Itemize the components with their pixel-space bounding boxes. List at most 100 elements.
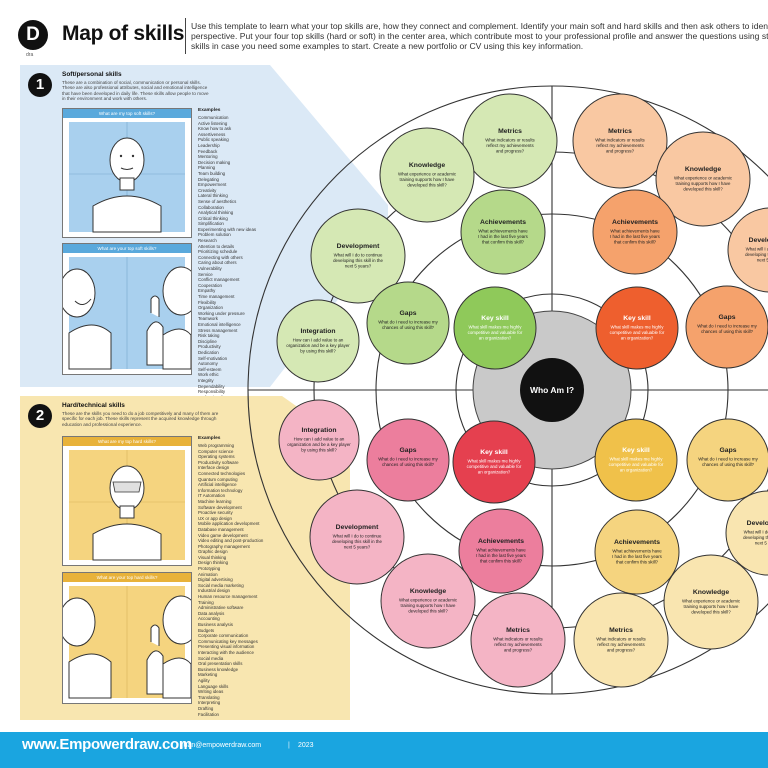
bubble-question-line: What skill makes me highly <box>611 325 665 330</box>
bubble-circle <box>458 508 544 594</box>
center-circle <box>520 358 584 422</box>
example-item: Conflict management <box>198 277 240 283</box>
example-item: Digital advertising <box>198 577 233 583</box>
bubble-question-line: What do I need to increase my <box>698 457 758 462</box>
bubble-question-line: developing this skill in the <box>332 539 382 544</box>
example-item: Photography management <box>198 543 250 549</box>
bubble-question-line: reflect my achievements <box>486 143 534 148</box>
example-item: Organization <box>198 305 223 311</box>
your-soft-skills-card[interactable]: What are your top soft skills? <box>58 243 200 375</box>
example-item: Marketing <box>198 672 218 678</box>
bubble-question-line: and progress? <box>504 648 533 653</box>
bubble-question-line: competitive and valuable for <box>610 330 665 335</box>
example-item: Computer science <box>198 448 234 454</box>
footer-brand-link[interactable]: www.Empowerdraw.com <box>22 736 192 753</box>
bubble-question-line: What achievements have <box>610 229 660 234</box>
bubble-question-line: How can I add value to an <box>293 338 344 343</box>
example-item: Presenting visual information <box>198 644 255 650</box>
example-item: Empowerment <box>198 182 227 188</box>
bubble-question-line: next 5 years? <box>344 545 371 550</box>
example-item: Human resource management <box>198 594 258 600</box>
example-item: Business analysis <box>198 622 233 627</box>
bubble-question-line: and progress? <box>606 149 635 154</box>
my-soft-skills-card[interactable]: What are my top soft skills? <box>62 108 192 238</box>
bubble-title: Knowledge <box>693 589 729 596</box>
bubble-circle <box>685 285 768 369</box>
desc-line: These are the skills you need to do a jo… <box>62 411 219 416</box>
bubble-question-line: What will I do to continue <box>746 247 768 252</box>
hard-skills-panel: 2 Hard/technical skills These are the sk… <box>20 396 350 720</box>
bubble-question-line: and progress? <box>607 648 636 653</box>
example-item: Self-esteem <box>198 366 222 372</box>
bubble-title: Integration <box>301 427 336 434</box>
example-item: Leadership <box>198 142 220 148</box>
example-item: Database management <box>198 526 244 532</box>
example-item: Creativity <box>198 187 217 193</box>
bubble-question-line: What achievements have <box>476 548 526 553</box>
bubble-question-line: What skill makes me highly <box>468 459 522 464</box>
desc-line: that have been developed in daily life. … <box>62 90 209 96</box>
bubble-question-line: an organization? <box>620 468 653 473</box>
footer-email-link[interactable]: juan@empowerdraw.com <box>182 742 262 749</box>
bubble-question-line: developed this skill? <box>407 183 447 188</box>
bubble-question-line: I had in the last five years <box>610 234 661 239</box>
example-item: Accounting <box>198 616 220 622</box>
bubble-circle <box>663 554 759 650</box>
bubble-title: Key skill <box>622 447 650 454</box>
desc-line: in their environment and work with other… <box>62 96 148 102</box>
my-hard-skills-card[interactable]: What are my top hard skills? <box>62 436 192 566</box>
examples-title: Examples <box>198 436 221 441</box>
example-item: Dependability <box>198 383 225 389</box>
bubble-circle <box>592 189 678 275</box>
your-hard-skills-card[interactable]: What are your top hard skills? <box>58 572 200 704</box>
example-item: Feedback <box>198 148 218 154</box>
bubble-question-line: training supports how I have <box>676 181 731 186</box>
example-item: Public speaking <box>198 137 229 143</box>
example-item: Risk taking <box>198 333 220 339</box>
example-item: Attention to details <box>198 243 235 249</box>
bubble-question-line: an organization? <box>621 336 654 341</box>
bubble-question-line: next 5 years? <box>757 258 768 263</box>
bubble-question-line: next 5 years? <box>755 541 768 546</box>
example-item: Business knowledge <box>198 666 239 672</box>
bubble-circle <box>470 592 566 688</box>
example-item: Video game development <box>198 532 248 538</box>
section-number-badge: 1 <box>28 73 52 97</box>
example-item: Writing ideas <box>198 689 224 695</box>
example-item: Time management <box>198 294 235 299</box>
bubble-title: Metrics <box>506 627 530 634</box>
bubble-question-line: What indicators or results <box>493 637 543 642</box>
bubble-circle <box>380 553 476 649</box>
example-item: Proactive security <box>198 510 233 516</box>
example-item: Prototyping <box>198 566 221 572</box>
example-item: Budgets <box>198 627 215 633</box>
